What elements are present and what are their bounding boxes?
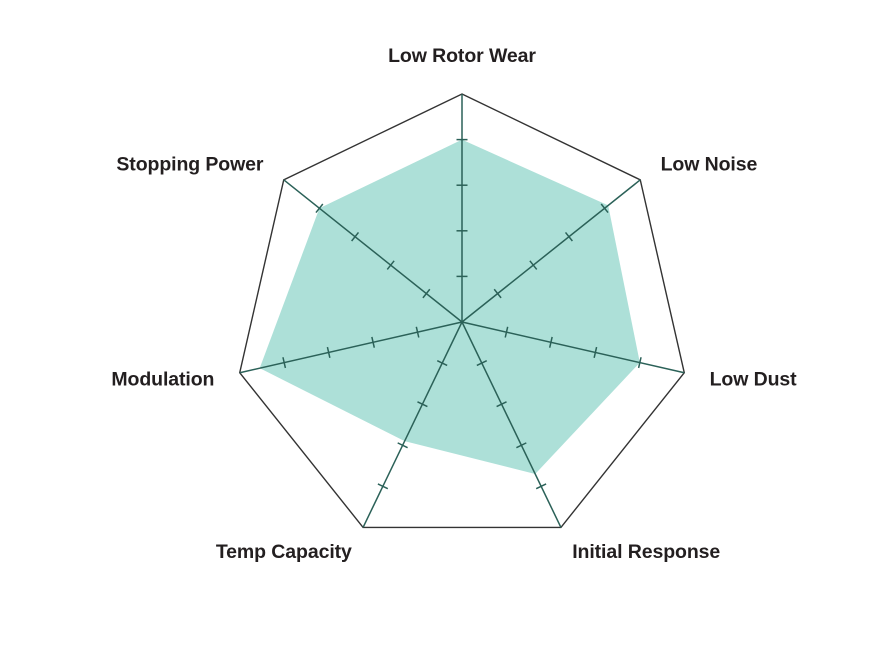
axis-tick — [422, 288, 431, 299]
axis-tick — [315, 203, 324, 214]
axis-spoke-modulation — [239, 321, 463, 374]
axis-ticks-group — [282, 138, 642, 490]
axis-tick — [415, 326, 420, 338]
axis-label-temp-capacity: Temp Capacity — [216, 541, 352, 563]
axis-spoke-stopping-power — [283, 179, 463, 323]
axis-label-initial-response: Initial Response — [572, 541, 720, 563]
axis-tick — [386, 260, 395, 270]
axis-tick — [564, 231, 573, 242]
axis-tick — [493, 288, 502, 299]
axis-tick — [529, 260, 538, 270]
axis-spoke-temp-capacity — [362, 321, 463, 528]
data-area-polygon — [259, 139, 640, 475]
axis-tick — [397, 442, 408, 449]
axis-tick — [600, 203, 609, 214]
axis-tick — [496, 401, 507, 408]
axis-label-modulation: Modulation — [111, 369, 214, 391]
axis-spoke-initial-response — [461, 321, 562, 528]
axis-spoke-low-dust — [461, 321, 685, 374]
axis-label-low-dust: Low Dust — [710, 369, 798, 391]
axis-tick — [326, 346, 331, 358]
axis-tick — [351, 231, 360, 242]
axis-tick — [548, 336, 553, 348]
axis-tick — [535, 483, 547, 490]
axis-tick — [282, 357, 287, 369]
axis-label-low-noise: Low Noise — [661, 154, 758, 176]
axis-tick — [377, 483, 389, 490]
axis-tick — [637, 357, 642, 369]
axis-spoke-low-noise — [461, 179, 641, 323]
axis-tick — [476, 360, 488, 367]
axis-tick — [436, 360, 448, 367]
outer-boundary-polygon — [238, 93, 686, 529]
axis-label-stopping-power: Stopping Power — [116, 154, 264, 176]
axis-tick — [371, 336, 376, 348]
axis-label-low-rotor-wear: Low Rotor Wear — [388, 45, 536, 67]
axis-tick — [504, 326, 509, 338]
axis-spokes-group — [239, 94, 685, 528]
axis-tick — [417, 401, 428, 408]
axis-tick — [516, 442, 527, 449]
axis-tick — [593, 346, 598, 358]
